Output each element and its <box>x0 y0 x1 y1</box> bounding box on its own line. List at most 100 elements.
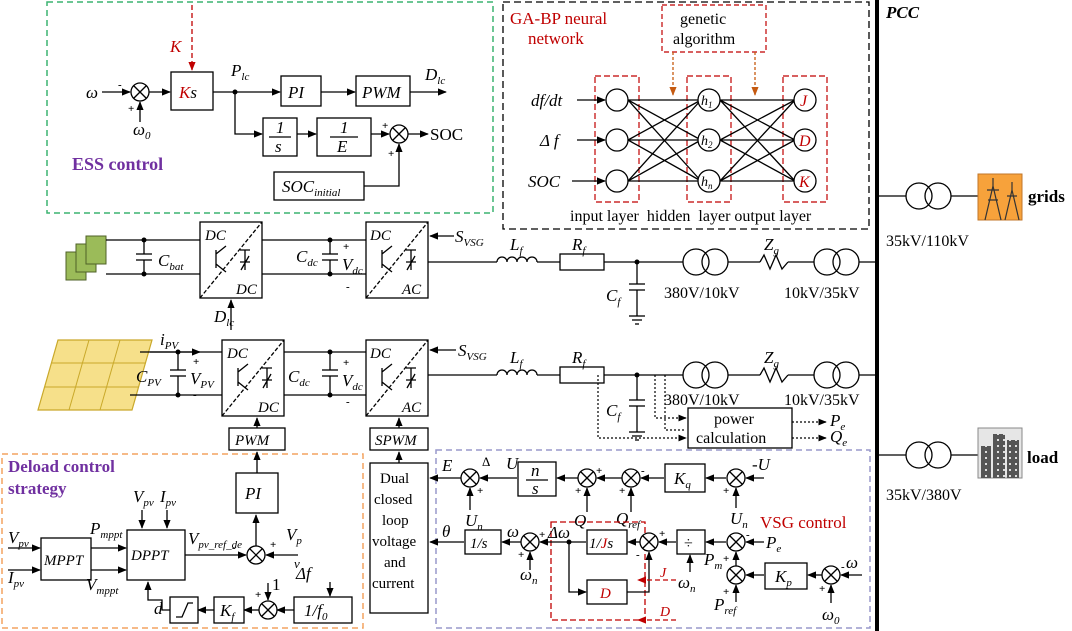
svg-text:h2: h2 <box>701 134 713 150</box>
svg-text:+: + <box>575 485 581 497</box>
svg-text:PI: PI <box>244 484 262 503</box>
svg-text:E: E <box>441 456 453 475</box>
vsg-js-block <box>586 529 628 555</box>
svg-text:Pmppt: Pmppt <box>89 519 123 541</box>
svg-text:v: v <box>294 556 300 571</box>
limiter-block <box>169 596 199 624</box>
svg-text:DC: DC <box>369 346 392 362</box>
svg-text:÷: ÷ <box>684 535 693 552</box>
nn-input-dfdt: df/dt <box>531 91 563 110</box>
svg-text:U: U <box>506 454 520 473</box>
grids-label: grids <box>1028 187 1065 206</box>
svg-text:Dual: Dual <box>380 471 409 487</box>
svg-text:J: J <box>660 566 667 581</box>
svg-text:algorithm: algorithm <box>673 31 736 48</box>
svg-text:-: - <box>232 542 236 554</box>
ess-pi-block <box>280 75 322 107</box>
svg-text:Δ: Δ <box>482 454 490 469</box>
svg-text:SOCinitial: SOCinitial <box>282 177 340 199</box>
pv-transformer-2 <box>813 361 841 389</box>
nn-output-neuron-k <box>793 169 817 193</box>
svg-text:Vpv_ref_de: Vpv_ref_de <box>188 529 242 551</box>
ess-ks-block <box>170 71 214 111</box>
ga-bp-network-block: GA-BP neural network genetic algorithm d… <box>502 1 870 230</box>
ess-zg-impedance <box>759 253 789 271</box>
ess-transformer-1 <box>682 248 710 276</box>
svg-text:PWM: PWM <box>234 433 271 449</box>
ess-ks-label: Ks <box>178 83 197 102</box>
svg-text:1/f0: 1/f0 <box>304 601 328 623</box>
svg-text:-: - <box>746 529 750 541</box>
svg-text:Zg: Zg <box>764 235 779 257</box>
svg-text:Cf: Cf <box>606 401 622 423</box>
svg-text:-: - <box>641 465 645 477</box>
svg-text:Vmppt: Vmppt <box>86 575 119 597</box>
svg-text:+: + <box>518 549 524 561</box>
svg-text:+: + <box>723 553 729 565</box>
nn-output-neuron-j <box>793 88 817 112</box>
nn-input-soc: SOC <box>528 172 561 191</box>
svg-text:1: 1 <box>272 575 281 594</box>
svg-text:iPV: iPV <box>160 330 179 352</box>
svg-text:Rf: Rf <box>571 235 587 257</box>
svg-text:+: + <box>539 529 545 541</box>
svg-text:D: D <box>599 586 611 602</box>
svg-text:ωn: ωn <box>678 573 696 595</box>
deload-border <box>1 453 364 629</box>
svg-text:Ipv: Ipv <box>159 487 176 509</box>
svg-text:+: + <box>723 485 729 497</box>
svg-text:Cf: Cf <box>606 286 622 308</box>
ess-pwm-label: PWM <box>361 83 402 102</box>
jd-adaptive-box <box>550 521 646 621</box>
svg-text:Pe: Pe <box>765 533 781 555</box>
svg-text:SVSG: SVSG <box>455 227 484 249</box>
svg-text:Rf: Rf <box>571 348 587 370</box>
svg-text:DC: DC <box>226 346 249 362</box>
svg-text:+: + <box>382 120 388 132</box>
svg-text:+: + <box>388 148 394 160</box>
svg-text:Lf: Lf <box>509 235 524 257</box>
svg-text:ω0: ω0 <box>822 605 840 627</box>
svg-text:+: + <box>270 539 276 551</box>
svg-text:hn: hn <box>701 175 713 191</box>
svg-text:Zg: Zg <box>764 348 779 370</box>
nn-hidden-neuron-1 <box>697 88 721 112</box>
svg-text:h1: h1 <box>701 94 713 110</box>
ess-soc-output: SOC <box>430 125 463 144</box>
ess-transformer-2 <box>813 248 841 276</box>
svg-text:E: E <box>336 137 348 156</box>
svg-text:-: - <box>346 396 350 408</box>
ess-omega0-label: ω0 <box>133 120 151 142</box>
svg-text:Cdc: Cdc <box>288 367 310 389</box>
svg-text:380V/10kV: 380V/10kV <box>664 285 740 302</box>
pcc-label: PCC <box>885 3 920 22</box>
svg-text:and: and <box>384 555 406 571</box>
svg-text:10kV/35kV: 10kV/35kV <box>784 285 860 302</box>
svg-text:Cdc: Cdc <box>296 247 318 269</box>
svg-text:+: + <box>343 241 349 253</box>
svg-text:DC: DC <box>204 228 227 244</box>
svg-text:-U: -U <box>752 455 772 474</box>
svg-text:s: s <box>275 137 282 156</box>
svg-text:AC: AC <box>401 400 422 416</box>
ess-pi-label: PI <box>287 83 305 102</box>
svg-text:Pref: Pref <box>713 595 738 617</box>
load-label: load <box>1027 448 1059 467</box>
svg-text:loop: loop <box>382 513 409 529</box>
svg-text:-: - <box>636 549 640 561</box>
svg-text:DPPT: DPPT <box>130 548 170 564</box>
ess-e-block <box>316 117 372 157</box>
nn-hidden-neuron-n <box>697 169 721 193</box>
vsg-d-block <box>586 579 628 605</box>
vsg-title: VSG control <box>760 513 847 532</box>
load-transformer-label: 35kV/380V <box>886 487 962 504</box>
svg-text:SVSG: SVSG <box>458 341 487 363</box>
svg-text:power: power <box>714 411 755 428</box>
svg-text:+: + <box>255 589 261 601</box>
svg-text:AC: AC <box>401 282 422 298</box>
svg-text:Lf: Lf <box>509 348 524 370</box>
ess-integrator-block <box>262 117 298 157</box>
svg-text:DC: DC <box>369 228 392 244</box>
svg-text:-: - <box>346 281 350 293</box>
